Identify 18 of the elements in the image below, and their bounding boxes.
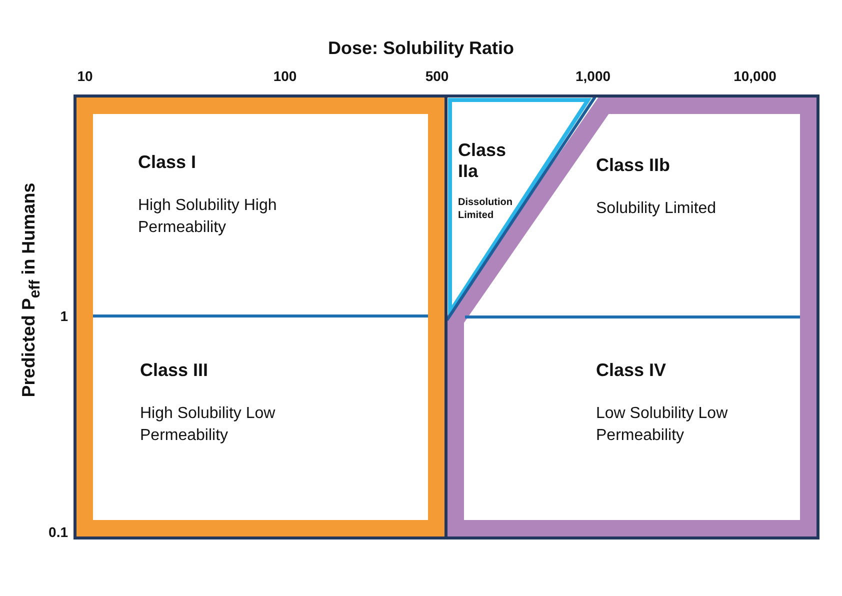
- chart-title: Dose: Solubility Ratio: [326, 38, 515, 59]
- axis-tick-label: 0.1: [48, 524, 68, 540]
- class-description: High Solubility High Permeability: [138, 196, 278, 238]
- class-heading: Class I: [138, 152, 198, 173]
- axis-tick-label: 500: [425, 68, 449, 84]
- class-heading: Class IIa: [458, 140, 508, 182]
- class-heading: Class IIb: [596, 155, 672, 176]
- class-description: Dissolution Limited: [458, 196, 514, 222]
- class-description: Solubility Limited: [596, 199, 718, 219]
- class-heading: Class IV: [596, 360, 668, 381]
- class-description: High Solubility Low Permeability: [140, 404, 276, 446]
- axis-tick-label: 10,000: [734, 68, 776, 84]
- axis-tick-label: 1,000: [575, 68, 611, 84]
- axis-tick-label: 100: [273, 68, 297, 84]
- axis-tick-label: 1: [60, 308, 68, 324]
- axis-tick-label: 10: [77, 68, 93, 84]
- class-description: Low Solubility Low Permeability: [596, 404, 729, 446]
- class-heading: Class III: [140, 360, 210, 381]
